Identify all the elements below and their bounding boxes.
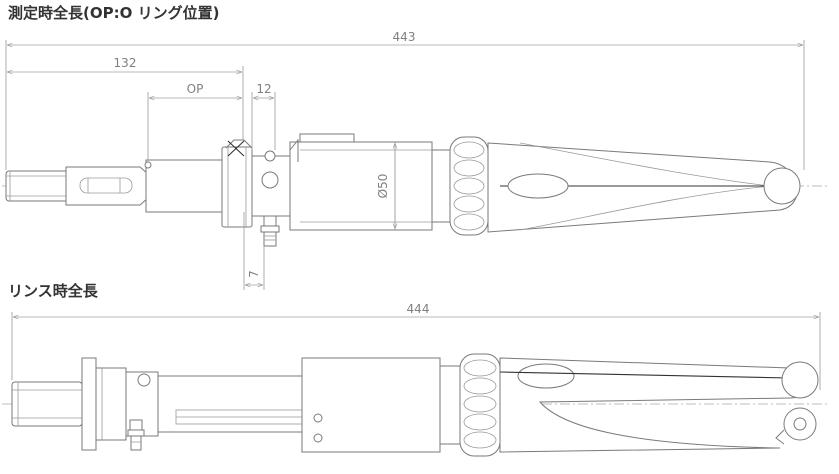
dimension-7-label: 7: [247, 270, 261, 278]
dimension-132: 132: [7, 56, 244, 140]
dimension-132-label: 132: [114, 56, 137, 70]
dimension-diameter-label: Ø50: [376, 174, 390, 199]
dimension-overall-top: 443: [5, 30, 805, 170]
bottom-opened-arm: [499, 357, 819, 453]
top-body-cylinder: [144, 159, 223, 213]
dimension-444-label: 444: [407, 302, 430, 316]
top-slotted-sleeve: [65, 166, 149, 206]
dimension-12: 12: [251, 82, 276, 150]
top-tapered-arm: [487, 142, 801, 233]
dimension-op: OP: [147, 82, 242, 162]
bottom-neck: [439, 365, 461, 445]
dimension-7: 7: [243, 212, 265, 290]
dimension-diameter: Ø50: [376, 143, 395, 229]
top-knurled-nut: [449, 136, 489, 236]
bottom-slotted-tube: [125, 371, 305, 451]
top-assembly: 443 132 OP 12 Ø50: [2, 30, 830, 290]
bottom-knurled-nut: [459, 353, 501, 457]
top-o-ring-collar: [221, 139, 253, 228]
top-fitting-ring: [251, 150, 291, 247]
dimension-overall-bottom: 444: [11, 302, 821, 390]
top-connector-housing: [289, 133, 433, 231]
top-neck: [431, 149, 453, 223]
dimension-op-label: OP: [187, 82, 204, 96]
bottom-flange: [81, 357, 127, 451]
dimension-12-label: 12: [256, 82, 271, 96]
title-rinse-length: リンス時全長: [8, 282, 98, 300]
dimension-443-label: 443: [393, 30, 416, 44]
bottom-main-housing: [301, 357, 441, 453]
bottom-probe-tip: [11, 381, 83, 427]
bottom-assembly: 444: [2, 302, 830, 457]
title-measurement-length: 測定時全長(OP:O リング位置): [8, 4, 220, 22]
